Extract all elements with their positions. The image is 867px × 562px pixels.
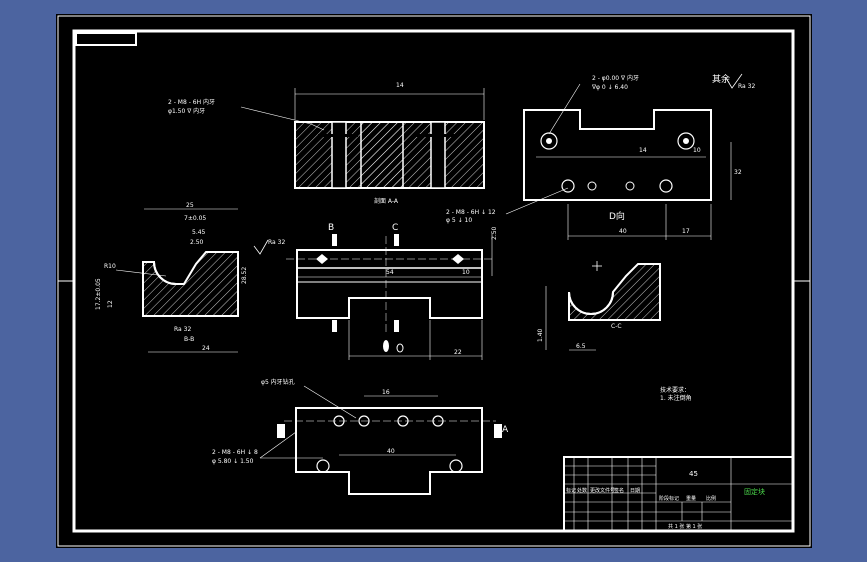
dim-right-vertical: 32	[734, 169, 742, 176]
view-d: 14 10 32 40 17 D向 2 - φ0.00 ∇ 内牙 ∇φ 0 ↓ …	[446, 73, 755, 240]
dim-left-b: 5.45	[192, 229, 206, 236]
title-row2-label-2: 比例	[706, 495, 716, 502]
section-cc-view: C-C 1.40 6.5	[537, 261, 661, 351]
title-row-label-0: 标记	[566, 487, 576, 494]
cut-a-left: A	[278, 425, 285, 435]
title-row-label-1: 处数	[577, 487, 587, 494]
dim-left-d: 28.52	[241, 267, 248, 284]
bottom-thread-1: 2 - M8 - 6H ↓ 8	[212, 449, 258, 456]
title-row-label-2: 更改文件号	[590, 487, 615, 494]
cut-c-top: C	[392, 223, 398, 233]
tech-requirements: 技术要求： 1. 未注倒角	[660, 386, 692, 402]
bottom-thread-2: φ 5.80 ↓ 1.50	[212, 458, 254, 465]
hole-callout-2: ∇φ 0 ↓ 6.40	[591, 84, 628, 91]
dim-left-width: 25	[186, 202, 194, 209]
roughness-all-label: 其余	[712, 73, 730, 85]
dim-bottom-span: 40	[387, 448, 395, 455]
tech-req-title: 技术要求：	[660, 386, 690, 394]
bottom-view: A A 16 40 φ5 内牙钻孔 2 - M8 - 6H ↓ 8 φ 5.80…	[212, 378, 509, 495]
dim-front-bottom: 22	[454, 349, 462, 356]
view-d-label: D向	[609, 210, 625, 222]
title-block: 45 固定块 标记 处数 更改文件号 签名 日期 阶段标记 重量 比例 共 1 …	[563, 456, 794, 532]
roughness-all-value: Ra 32	[738, 83, 755, 90]
title-row-label-3: 签名	[614, 487, 624, 494]
outer-frame	[57, 15, 811, 547]
dim-top-width: 14	[396, 82, 404, 89]
slot-callout-2: φ1.50 ∇ 内牙	[168, 107, 205, 115]
title-row-label-4: 日期	[630, 488, 640, 494]
roughness-left-value: Ra 32	[268, 239, 285, 246]
title-row2-label-1: 重量	[686, 495, 696, 502]
corner-code-box	[75, 32, 137, 46]
pin-hole-note: φ5 内牙钻孔	[261, 378, 295, 386]
section-bb-view: 25 7±0.05 5.45 2.50 28.52 17.2±0.05 12 R…	[95, 202, 285, 353]
dim-left-bottom: 24	[202, 345, 210, 352]
thread-callout-1: 2 - M8 - 6H ↓ 12	[446, 209, 496, 216]
section-aa-label: 剖面 A-A	[374, 197, 399, 205]
front-view: B C 54 10 2.50 22	[286, 223, 498, 360]
dim-right-small: 10	[693, 147, 701, 154]
dim-front-height: 2.50	[491, 226, 498, 240]
title-part-name: 固定块	[744, 487, 765, 496]
section-aa-view: 14 剖面 A-A 2 - M8 - 6H 内牙 φ1.50 ∇ 内牙	[168, 82, 485, 205]
dim-right-span: 14	[639, 147, 647, 154]
dim-front-length: 54	[386, 269, 394, 276]
dim-right-bottom-1: 40	[619, 228, 627, 235]
dim-left-a: 7±0.05	[184, 215, 206, 222]
dim-left-c: 2.50	[190, 239, 204, 246]
cad-drawing: 14 剖面 A-A 2 - M8 - 6H 内牙 φ1.50 ∇ 内牙 14 1…	[57, 15, 811, 547]
section-cc-label: C-C	[611, 323, 622, 330]
drawing-sheet: 14 剖面 A-A 2 - M8 - 6H 内牙 φ1.50 ∇ 内牙 14 1…	[56, 14, 812, 548]
tech-req-1: 1. 未注倒角	[660, 394, 692, 402]
slot-callout-1: 2 - M8 - 6H 内牙	[168, 98, 215, 106]
title-material: 45	[689, 470, 698, 478]
cut-b-top: B	[328, 223, 334, 233]
dim-front-small: 10	[462, 269, 470, 276]
dim-left-e: 17.2±0.05	[95, 278, 102, 310]
section-bb-label: B-B	[184, 336, 194, 343]
dim-cc-width: 6.5	[576, 343, 586, 350]
roughness-left-bottom: Ra 32	[174, 326, 191, 333]
dim-cc-height: 1.40	[537, 328, 544, 342]
title-row2-label-0: 阶段标记	[659, 495, 679, 502]
cut-a-right: A	[502, 425, 509, 435]
title-sheet-info: 共 1 张 第 1 张	[668, 523, 702, 530]
dim-bottom-mid: 16	[382, 389, 390, 396]
thread-callout-2: φ 5 ↓ 10	[446, 217, 472, 224]
hole-callout-1: 2 - φ0.00 ∇ 内牙	[592, 74, 639, 82]
dim-left-r: R10	[104, 263, 116, 270]
dim-right-bottom-2: 17	[682, 228, 690, 235]
dim-left-f: 12	[107, 300, 114, 308]
